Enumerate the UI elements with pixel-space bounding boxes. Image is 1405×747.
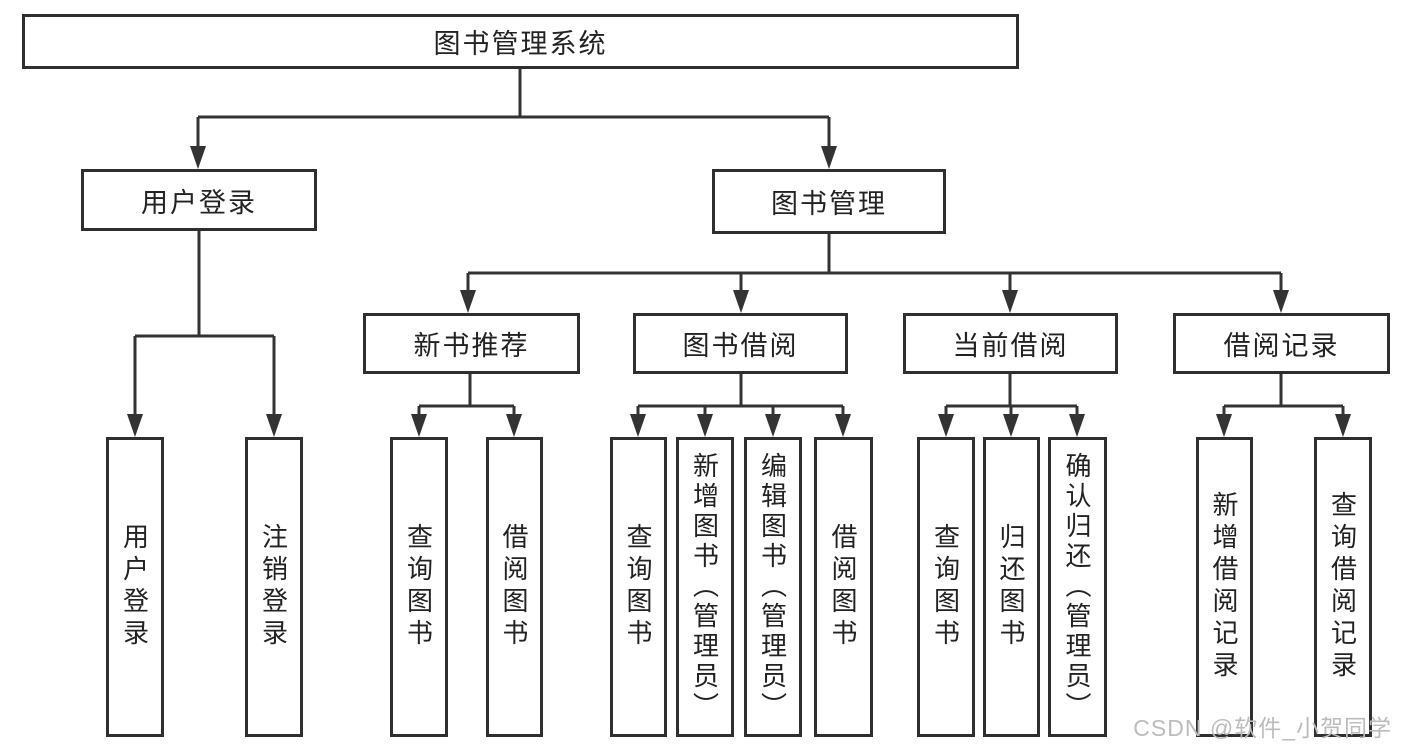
leaf-return-books: 归还图书 [983,437,1040,737]
leaf-borrow-books-recommend: 借阅图书 [486,437,543,737]
node-current-borrowing: 当前借阅 [903,313,1118,374]
node-book-borrowing: 图书借阅 [633,313,848,374]
leaf-confirm-return-admin: 确认归还（管理员） [1048,437,1107,737]
leaf-search-books-current: 查询图书 [917,437,975,737]
leaf-add-books-admin: 新增图书（管理员） [676,437,734,737]
leaf-search-borrow-record: 查询借阅记录 [1314,437,1372,737]
connector-root-to-level2 [190,69,837,169]
connector-book-borrow-branch [630,374,851,437]
leaf-add-borrow-record: 新增借阅记录 [1196,437,1253,737]
node-user-login: 用户登录 [81,169,317,231]
connector-current-borrow-branch [938,374,1085,437]
connector-borrow-record-branch [1216,374,1351,437]
connector-new-book-branch [411,374,522,437]
leaf-edit-books-admin: 编辑图书（管理员） [744,437,802,737]
leaf-borrow-books: 借阅图书 [814,437,873,737]
connector-book-management-branch [460,234,1289,313]
node-borrowing-records: 借阅记录 [1173,313,1390,374]
leaf-logout: 注销登录 [245,437,303,737]
csdn-watermark: CSDN @软件_小贺同学 [1133,715,1392,741]
leaf-user-login: 用户登录 [106,437,164,737]
leaf-search-books-recommend: 查询图书 [390,437,448,737]
leaf-search-books-borrowing: 查询图书 [610,437,667,737]
connector-user-login-branch [127,231,282,437]
node-book-management: 图书管理 [712,169,946,234]
node-new-book-recommend: 新书推荐 [363,313,580,374]
node-book-management-system: 图书管理系统 [22,14,1019,69]
